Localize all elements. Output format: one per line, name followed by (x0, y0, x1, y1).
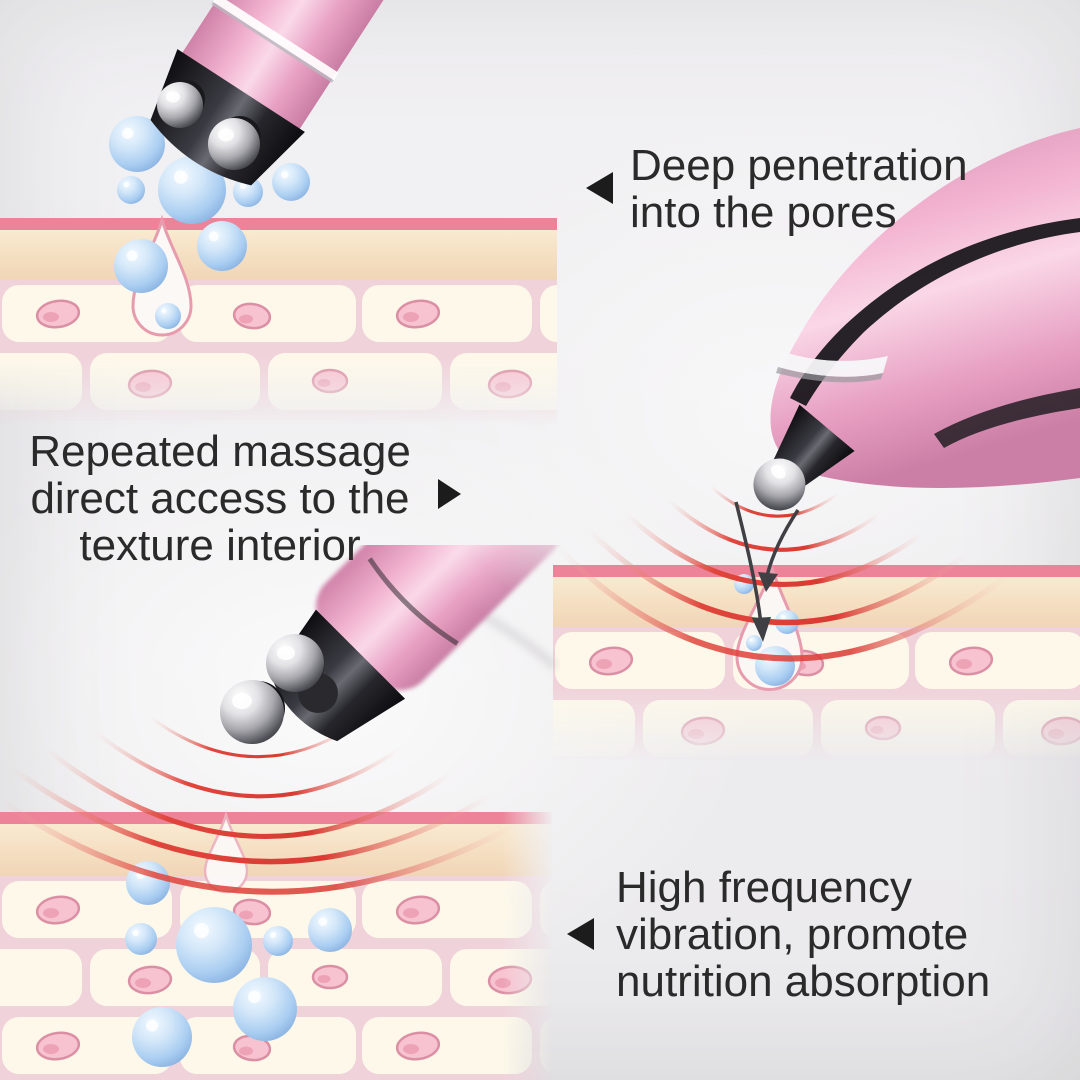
scene-roller-serum (0, 0, 557, 432)
penetration-arrows (734, 501, 800, 642)
annotation-line: into the pores (630, 188, 897, 237)
serum-bubbles (125, 861, 352, 1067)
annotation-deep-penetration: Deep penetration into the pores (630, 142, 968, 236)
annotation-line: texture interior (79, 521, 361, 570)
pore-droplet (203, 810, 249, 894)
vibration-waves (0, 715, 519, 895)
annotation-line: direct access to the (30, 474, 410, 523)
serum-bubbles (109, 116, 310, 329)
annotation-line: nutrition absorption (616, 957, 991, 1006)
skin-cross-section-bottom (0, 810, 552, 1080)
pointer-left-icon (567, 918, 594, 950)
skin-cross-section-right (553, 562, 1080, 780)
scene-roller-vibration (0, 545, 560, 1080)
annotation-high-frequency: High frequency vibration, promote nutrit… (616, 864, 990, 1005)
pore-channel (131, 214, 193, 337)
annotation-line: High frequency (616, 863, 912, 912)
annotation-line: Repeated massage (29, 427, 411, 476)
pore-channel (735, 562, 804, 691)
pointer-left-icon (586, 172, 613, 204)
pointer-right-icon (438, 479, 461, 509)
annotation-repeated-massage: Repeated massage direct access to the te… (18, 428, 422, 569)
annotation-line: vibration, promote (616, 910, 969, 959)
roller-massager-side-view (220, 545, 560, 744)
vibration-waves (555, 484, 1011, 662)
skin-cross-section-top-left (0, 214, 557, 432)
annotation-line: Deep penetration (630, 141, 968, 190)
roller-massager-device (150, 0, 455, 186)
serum-bubbles (734, 574, 799, 686)
